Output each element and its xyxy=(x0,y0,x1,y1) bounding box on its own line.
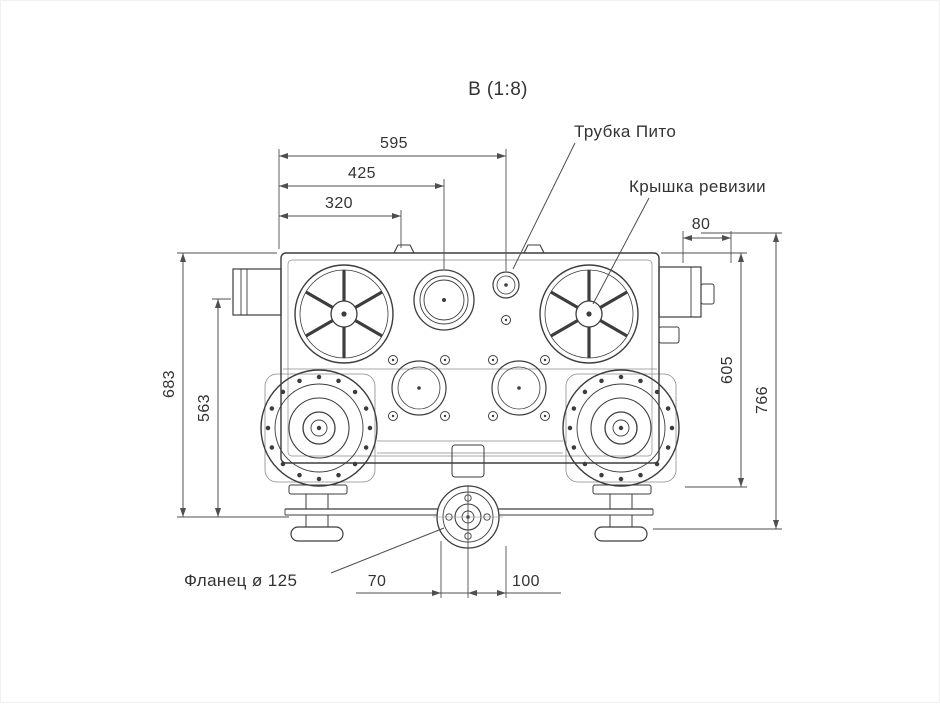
support-leg-left xyxy=(288,484,348,542)
dim-70-value: 70 xyxy=(368,573,387,590)
fan-wheel-left xyxy=(293,263,395,365)
dim-100-value: 100 xyxy=(512,573,540,590)
dim-left-563: 563 xyxy=(196,299,221,517)
top-lug-left xyxy=(393,244,415,254)
bearing-assembly-right xyxy=(563,370,679,486)
dim-425-value: 425 xyxy=(348,165,376,182)
flange-label: Фланец ø 125 xyxy=(184,571,297,590)
view-title: В (1:8) xyxy=(468,79,528,100)
casing-outline xyxy=(280,252,660,464)
inspection-flange-right xyxy=(487,354,551,422)
dim-563-value: 563 xyxy=(196,394,213,422)
dim-320-value: 320 xyxy=(325,195,353,212)
dim-605-value: 605 xyxy=(719,356,736,384)
dim-right-766: 766 xyxy=(754,233,779,529)
dim-right-80: 80 xyxy=(683,216,731,241)
middle-ring xyxy=(413,269,475,331)
dim-left-683: 683 xyxy=(161,253,186,517)
support-leg-right xyxy=(592,484,652,542)
dim-top-320: 320 xyxy=(279,195,401,219)
callout-inspection-cover: Крышка ревизии xyxy=(592,177,766,305)
bearing-plate-left xyxy=(264,373,376,483)
top-lug-right xyxy=(523,244,545,254)
dim-683-value: 683 xyxy=(161,370,178,398)
callout-flange: Фланец ø 125 xyxy=(184,527,445,590)
pitot-tube-port xyxy=(492,271,520,325)
dim-bottom-70-100: 70 100 xyxy=(356,573,561,596)
dim-top-595: 595 xyxy=(279,135,506,159)
callout-pitot-tube: Трубка Пито xyxy=(512,122,676,270)
bearing-plate-right xyxy=(565,373,677,483)
lower-connector xyxy=(377,440,563,478)
right-coupling xyxy=(658,266,715,344)
dim-right-605: 605 xyxy=(719,253,744,487)
dim-top-425: 425 xyxy=(279,165,444,189)
extension-lines xyxy=(177,149,782,598)
bearing-assembly-left xyxy=(261,370,377,486)
dim-766-value: 766 xyxy=(754,386,771,414)
inspection-flange-left xyxy=(387,354,451,422)
inspection-cover-label: Крышка ревизии xyxy=(629,177,766,196)
machine-body xyxy=(232,244,715,549)
dim-595-value: 595 xyxy=(380,135,408,152)
casing-inner-line xyxy=(287,259,653,457)
left-coupling xyxy=(232,268,282,316)
dim-80-value: 80 xyxy=(692,216,711,233)
fan-wheel-right xyxy=(538,263,640,365)
pitot-tube-label: Трубка Пито xyxy=(574,122,676,141)
